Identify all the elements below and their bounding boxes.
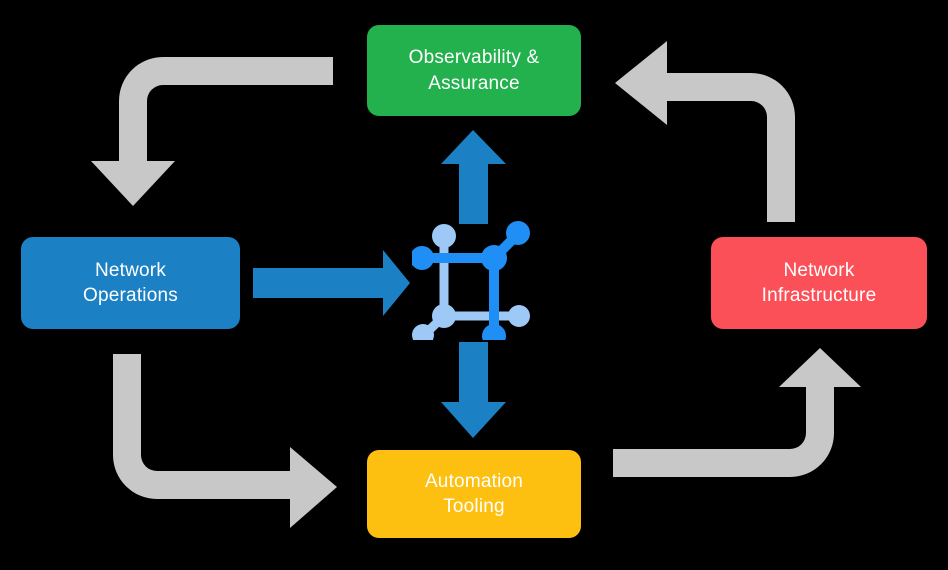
arrow-infrastructure-to-observability <box>615 41 795 222</box>
arrow-operations-to-automation <box>113 354 337 528</box>
node-box-automation-tooling[interactable]: Automation Tooling <box>367 450 581 538</box>
arrow-operations-to-center <box>253 250 410 316</box>
node-label-observability: Observability & Assurance <box>408 47 540 94</box>
arrow-automation-to-infrastructure <box>613 348 861 477</box>
arrow-center-to-observability <box>441 130 506 224</box>
node-label-automation-tooling: Automation Tooling <box>424 470 524 517</box>
arrow-center-to-automation <box>441 342 506 438</box>
network-mesh-icon <box>410 218 534 348</box>
node-label-network-infrastructure: Network Infrastructure <box>761 259 877 306</box>
node-box-network-operations[interactable]: Network Operations <box>21 237 240 329</box>
node-box-observability[interactable]: Observability & Assurance <box>367 25 581 116</box>
node-box-network-infrastructure[interactable]: Network Infrastructure <box>711 237 927 329</box>
arrow-observability-to-operations <box>91 57 333 206</box>
node-label-network-operations: Network Operations <box>83 259 178 306</box>
